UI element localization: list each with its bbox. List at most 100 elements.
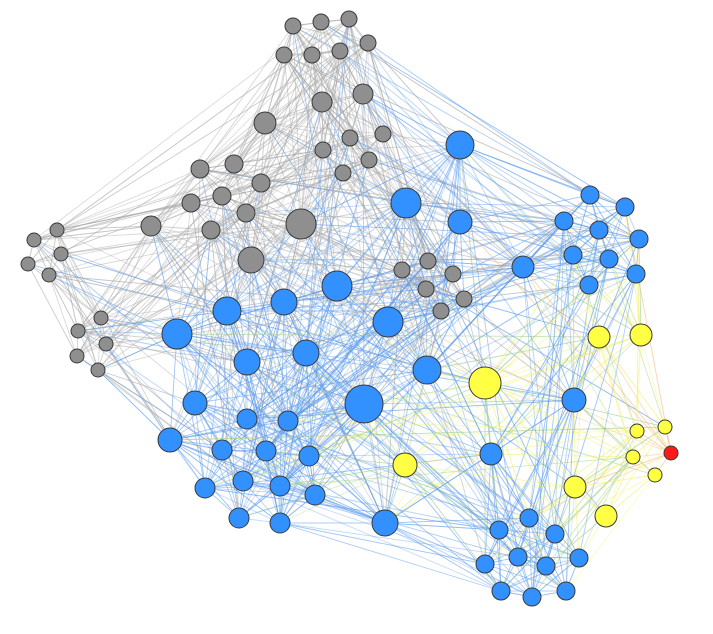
edge — [362, 93, 574, 256]
edge — [311, 18, 350, 56]
edge — [279, 321, 389, 487]
edge — [238, 494, 316, 519]
edge — [204, 420, 289, 489]
gray-node — [341, 129, 359, 147]
edge — [194, 229, 212, 404]
edge — [150, 168, 201, 227]
edge — [517, 486, 576, 558]
edge — [194, 168, 201, 404]
edge — [320, 21, 369, 44]
edge — [362, 93, 454, 275]
edge — [150, 225, 178, 335]
edge — [265, 450, 316, 496]
gray-node — [253, 111, 277, 135]
edge — [176, 333, 267, 452]
edge — [484, 382, 634, 458]
edge — [283, 301, 486, 384]
gray-node — [285, 208, 317, 240]
blue-node — [211, 439, 233, 461]
edge — [246, 361, 281, 487]
gray-node — [181, 193, 201, 213]
edge — [194, 402, 316, 496]
edge — [336, 266, 524, 287]
edge — [210, 229, 240, 519]
gray-node — [444, 265, 462, 283]
edge — [287, 420, 502, 592]
edge — [169, 418, 248, 441]
edge — [363, 269, 403, 405]
gray-node — [20, 256, 36, 272]
edge — [322, 93, 364, 151]
edge — [484, 517, 530, 565]
blue-node — [157, 427, 183, 453]
edge — [404, 464, 576, 488]
edge — [387, 202, 407, 323]
blue-node — [277, 410, 299, 432]
edge — [605, 430, 638, 517]
edge — [490, 284, 590, 455]
edge — [427, 260, 524, 268]
edge — [320, 21, 323, 103]
edge — [404, 336, 600, 466]
edge — [279, 522, 502, 592]
edge — [246, 399, 575, 420]
gray-node — [237, 246, 265, 274]
edge — [384, 522, 502, 592]
edge — [250, 42, 369, 261]
gray-node — [53, 246, 69, 262]
edge — [221, 195, 228, 312]
edge — [48, 274, 78, 357]
edge — [336, 285, 500, 531]
edge — [545, 273, 637, 567]
edge — [554, 456, 634, 535]
edge — [589, 194, 637, 275]
edge — [459, 144, 486, 384]
edge — [574, 474, 656, 488]
edge — [60, 223, 302, 255]
edge — [305, 50, 341, 354]
edge — [226, 202, 407, 312]
edge — [233, 163, 307, 354]
edge — [100, 168, 201, 319]
blue-node — [270, 288, 298, 316]
gray-node — [455, 290, 473, 308]
gray-node — [352, 83, 374, 105]
edge — [279, 301, 285, 487]
blue-node — [579, 275, 599, 295]
edge — [565, 474, 656, 592]
edge — [279, 522, 486, 565]
edge — [56, 18, 350, 231]
edge — [588, 206, 626, 286]
edge — [528, 426, 666, 519]
yellow-node — [629, 423, 645, 439]
edge — [233, 137, 351, 165]
edge — [405, 202, 565, 222]
edge — [300, 159, 370, 225]
gray-node — [393, 261, 411, 279]
edge — [426, 144, 461, 371]
edge — [305, 352, 386, 524]
edge — [48, 274, 79, 332]
gray-node — [419, 252, 437, 270]
gray-node — [314, 141, 332, 159]
yellow-node — [587, 325, 611, 349]
gray-node — [311, 91, 333, 113]
edge — [384, 334, 642, 524]
blue-node — [292, 339, 320, 367]
edge — [459, 221, 590, 286]
gray-node — [312, 13, 330, 31]
edge — [77, 25, 294, 332]
edge — [221, 449, 281, 487]
edge — [572, 238, 640, 256]
edge — [459, 221, 672, 454]
edge — [260, 149, 324, 184]
edge — [387, 321, 500, 531]
edge — [176, 259, 252, 335]
edge — [321, 101, 344, 174]
edge — [246, 269, 403, 363]
gray-node — [275, 46, 293, 64]
edge — [300, 223, 427, 290]
edge — [226, 149, 324, 312]
edge — [308, 310, 442, 457]
edge — [27, 263, 102, 319]
